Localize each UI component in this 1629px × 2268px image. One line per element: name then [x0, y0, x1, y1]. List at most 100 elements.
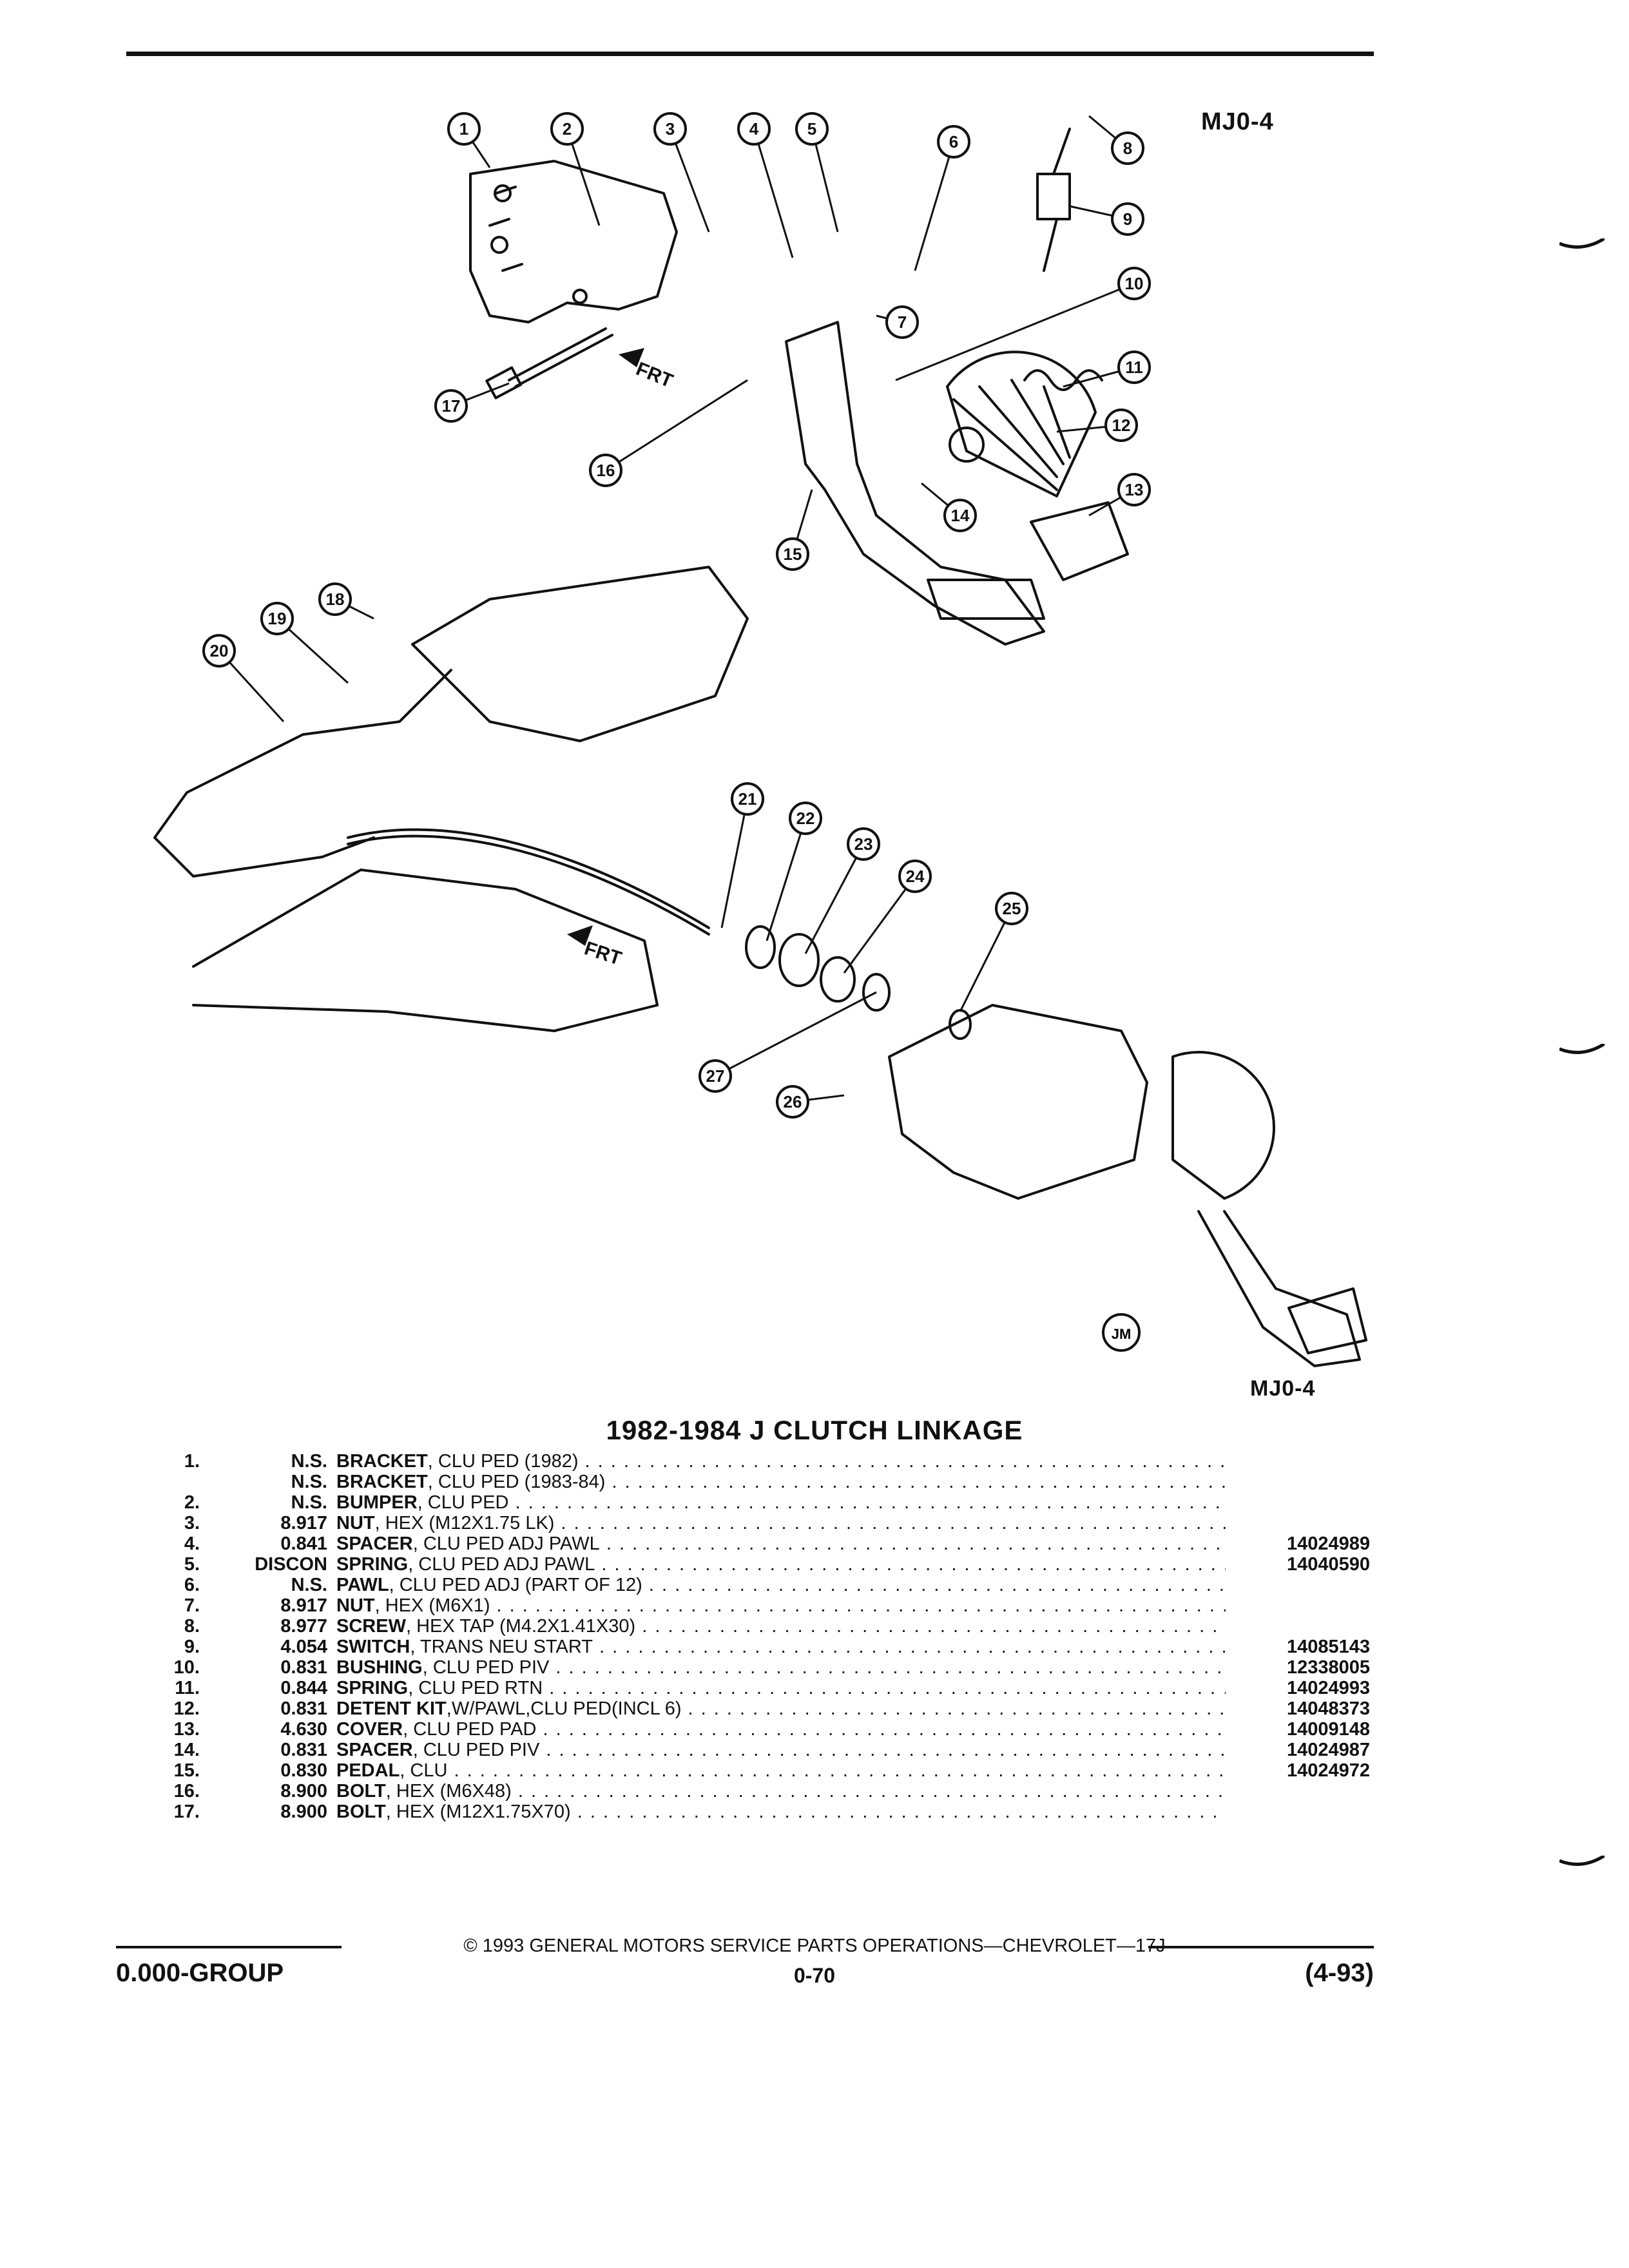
callout-15: 15	[776, 489, 813, 571]
part-name: COVER	[336, 1719, 403, 1740]
item-number: 14.	[173, 1740, 200, 1760]
callout-label: 16	[597, 461, 615, 480]
item-number: 6.	[184, 1575, 200, 1595]
item-number: 16.	[173, 1781, 200, 1802]
copyright-line: © 1993 GENERAL MOTORS SERVICE PARTS OPER…	[463, 1936, 1166, 1956]
item-number: 15.	[173, 1760, 200, 1781]
part-detail: , TRANS NEU START	[410, 1637, 593, 1657]
part-description: BRACKET, CLU PED (1983-84)	[336, 1472, 1226, 1493]
part-number: 14009148	[1286, 1719, 1370, 1740]
part-description: BRACKET, CLU PED (1982)	[336, 1451, 1226, 1472]
part-detail: , CLU PED (1983-84)	[427, 1472, 606, 1492]
frt-label-bottom: FRT	[582, 937, 624, 969]
parts-row: 6.N.S.PAWL, CLU PED ADJ (PART OF 12)	[0, 1575, 1629, 1595]
group-code: N.S.	[291, 1472, 327, 1492]
part-name: BUMPER	[336, 1492, 418, 1513]
callout-11: 11	[1063, 351, 1151, 388]
parts-row: N.S. BRACKET, CLU PED (1983-84)	[0, 1472, 1629, 1492]
part-name: PAWL	[336, 1575, 389, 1595]
callout-17: 17	[434, 382, 510, 423]
part-detail: , CLU PED RTN	[408, 1678, 543, 1698]
part-name: BRACKET	[336, 1451, 428, 1472]
part-number: 14085143	[1286, 1637, 1370, 1657]
part-detail: , CLU PED (1982)	[427, 1451, 579, 1472]
part-detail: , CLU	[400, 1760, 448, 1781]
callout-label: 18	[326, 590, 345, 609]
part-description: BUMPER, CLU PED	[336, 1492, 1226, 1514]
callout-label: 20	[210, 641, 229, 660]
part-name: NUT	[336, 1513, 375, 1533]
part-name: DETENT KIT	[336, 1698, 447, 1719]
callout-label: 22	[796, 809, 815, 828]
group-code: N.S.	[291, 1492, 327, 1513]
callout-10: 10	[895, 267, 1151, 381]
callout-14: 14	[921, 482, 977, 532]
callout-26: 26	[776, 1085, 845, 1119]
part-detail: , CLU PED PAD	[403, 1719, 537, 1740]
part-description: DETENT KIT,W/PAWL,CLU PED(INCL 6)	[336, 1698, 1226, 1720]
part-detail: , HEX (M12X1.75 LK)	[374, 1513, 555, 1533]
callout-label: 23	[854, 834, 873, 854]
engine-outline	[411, 566, 749, 742]
item-number: 11.	[175, 1678, 200, 1698]
part-name: BUSHING	[336, 1657, 423, 1678]
callout-6: 6	[914, 125, 970, 271]
clutch-pedal	[785, 321, 1045, 646]
callout-27: 27	[699, 991, 877, 1093]
callout-label: 15	[784, 544, 802, 564]
callout-label: 17	[442, 396, 461, 416]
part-detail: ,W/PAWL,CLU PED(INCL 6)	[446, 1698, 682, 1719]
footer-rule-left	[116, 1946, 342, 1948]
item-number: 9.	[184, 1637, 200, 1657]
part-number: 12338005	[1286, 1657, 1370, 1678]
part-detail: , CLU PED ADJ PAWL	[408, 1554, 595, 1575]
frt-label-top: FRT	[633, 358, 675, 392]
parts-list: 1.N.S.BRACKET, CLU PED (1982)N.S.BRACKET…	[0, 1451, 1629, 1822]
callout-2: 2	[550, 112, 601, 226]
callout-8: 8	[1088, 115, 1144, 165]
part-number: 14048373	[1286, 1698, 1370, 1719]
part-description: NUT, HEX (M12X1.75 LK)	[336, 1513, 1226, 1534]
part-description: SPACER, CLU PED ADJ PAWL	[336, 1533, 1226, 1555]
clutch-cable	[347, 828, 710, 929]
callout-label: 7	[898, 312, 907, 332]
callout-label: 25	[1003, 899, 1021, 918]
section-title: 1982-1984 J CLUTCH LINKAGE	[606, 1415, 1023, 1445]
group-code: 8.917	[280, 1513, 327, 1533]
figure-code-bottom: MJ0-4	[1250, 1376, 1316, 1401]
detent-gear	[946, 351, 1097, 497]
neutral-start-switch	[1036, 173, 1071, 220]
callout-24: 24	[843, 860, 932, 974]
part-name: NUT	[336, 1595, 375, 1616]
bolt-17	[508, 327, 613, 388]
group-code: 4.054	[280, 1637, 327, 1657]
callout-label: 27	[706, 1066, 725, 1086]
part-description: SCREW, HEX TAP (M4.2X1.41X30)	[336, 1616, 1226, 1637]
callout-7: 7	[876, 305, 919, 339]
jm-badge: JM	[1112, 1326, 1132, 1342]
part-detail: , HEX TAP (M4.2X1.41X30)	[405, 1616, 636, 1637]
parts-row: 1.N.S.BRACKET, CLU PED (1982)	[0, 1451, 1629, 1472]
group-code: 0.841	[280, 1533, 327, 1554]
part-name: SPACER	[336, 1740, 413, 1760]
callout-label: 24	[906, 867, 925, 886]
part-detail: , CLU PED	[417, 1492, 509, 1513]
part-name: SPACER	[336, 1533, 413, 1554]
top-rule	[126, 52, 1374, 56]
part-description: BUSHING, CLU PED PIV	[336, 1657, 1226, 1678]
part-description: SPRING, CLU PED ADJ PAWL	[336, 1554, 1226, 1575]
part-description: BOLT, HEX (M12X1.75X70)	[336, 1802, 1226, 1823]
callout-25: 25	[959, 892, 1028, 1012]
part-description: SPACER, CLU PED PIV	[336, 1740, 1226, 1761]
group-code: 0.844	[280, 1678, 327, 1698]
callout-label: 26	[784, 1092, 802, 1111]
